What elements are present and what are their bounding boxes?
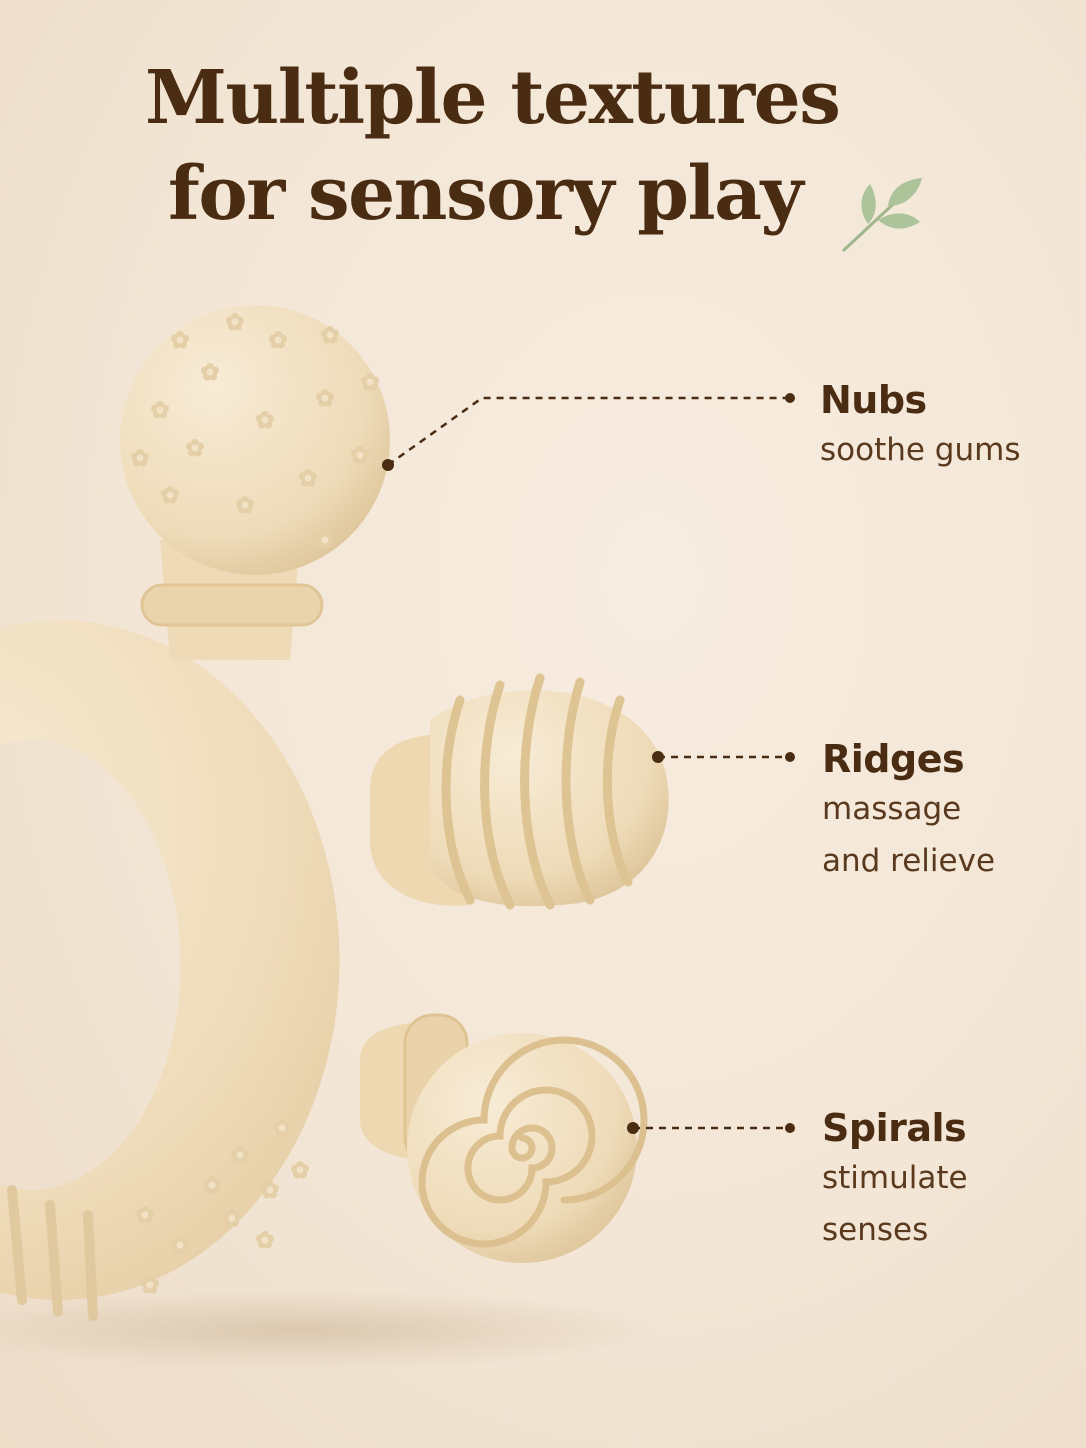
callout-nubs-desc: soothe gums xyxy=(820,432,1021,468)
callout-ridges-desc: massage and relieve xyxy=(822,791,996,879)
nub-collar xyxy=(140,583,324,627)
callout-ridges-title: Ridges xyxy=(822,737,965,781)
headline-line-2: for sensory play xyxy=(168,151,804,237)
ridges-leader-dot-end xyxy=(785,752,795,762)
spirals-leader-dot-end xyxy=(785,1123,795,1133)
callout-spirals-desc: stimulate senses xyxy=(822,1160,968,1248)
callout-ridges: Ridges massage and relieve xyxy=(822,735,995,887)
leaf-icon xyxy=(842,178,922,252)
callout-nubs: Nubs soothe gums xyxy=(820,376,1021,476)
ridges-knob xyxy=(370,673,669,910)
nubs-ball xyxy=(120,305,390,575)
teether-ring xyxy=(0,620,340,1300)
nubs-leader-dot-end xyxy=(785,393,795,403)
headline-line-1: Multiple textures xyxy=(145,55,841,141)
callout-nubs-title: Nubs xyxy=(820,378,927,422)
callout-spirals-title: Spirals xyxy=(822,1106,967,1150)
teether-illustration xyxy=(0,305,669,1370)
product-shadow xyxy=(0,1290,660,1370)
spirals-knob xyxy=(360,1013,648,1263)
ring-ridges xyxy=(7,1185,98,1321)
callout-spirals: Spirals stimulate senses xyxy=(822,1104,968,1256)
